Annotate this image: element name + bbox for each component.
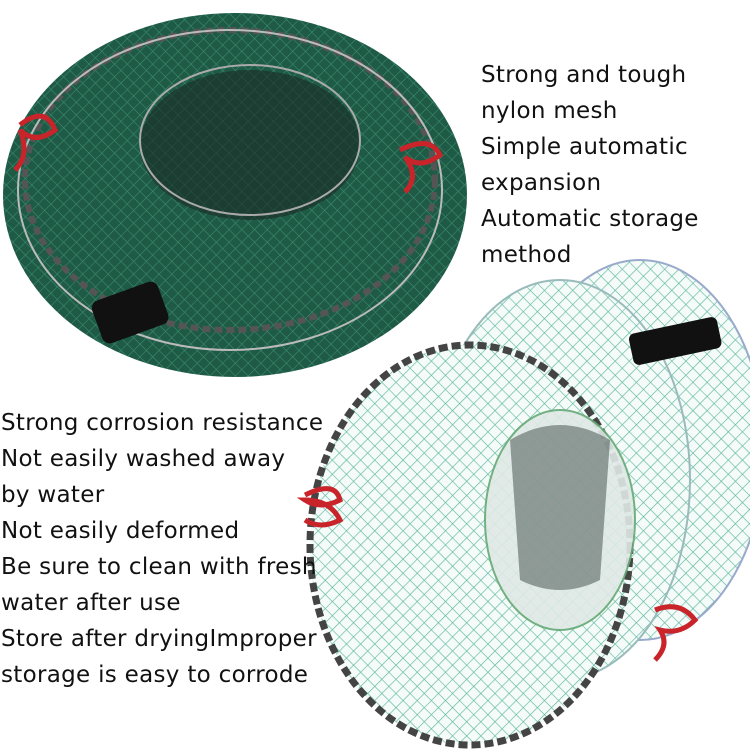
feature-line: Automatic storage xyxy=(481,206,699,232)
expanded-net xyxy=(296,259,750,749)
clip-icon xyxy=(296,486,344,528)
feature-line: by water xyxy=(1,482,105,508)
feature-line: storage is easy to corrode xyxy=(1,662,309,688)
clip-icon xyxy=(13,113,59,172)
feature-line: nylon mesh xyxy=(481,98,618,124)
float-block xyxy=(628,317,722,365)
feature-line: Simple automatic xyxy=(481,134,688,160)
feature-line: expansion xyxy=(481,170,602,196)
folded-net xyxy=(3,13,467,377)
feature-line: Strong corrosion resistance xyxy=(1,410,324,436)
feature-line: Be sure to clean with fresh xyxy=(1,554,317,580)
feature-line: Store after dryingImproper xyxy=(1,626,317,652)
top-feature-list: Strong and tough nylon mesh Simple autom… xyxy=(481,57,699,273)
feature-line: Not easily washed away xyxy=(1,446,286,472)
clip-icon xyxy=(653,604,699,662)
feature-line: Strong and tough xyxy=(481,62,687,88)
bottom-feature-list: Strong corrosion resistance Not easily w… xyxy=(1,405,323,693)
clip-icon xyxy=(398,141,444,194)
feature-line: Not easily deformed xyxy=(1,518,240,544)
float-block xyxy=(91,281,169,344)
feature-line: method xyxy=(481,242,572,268)
feature-line: water after use xyxy=(1,590,181,616)
